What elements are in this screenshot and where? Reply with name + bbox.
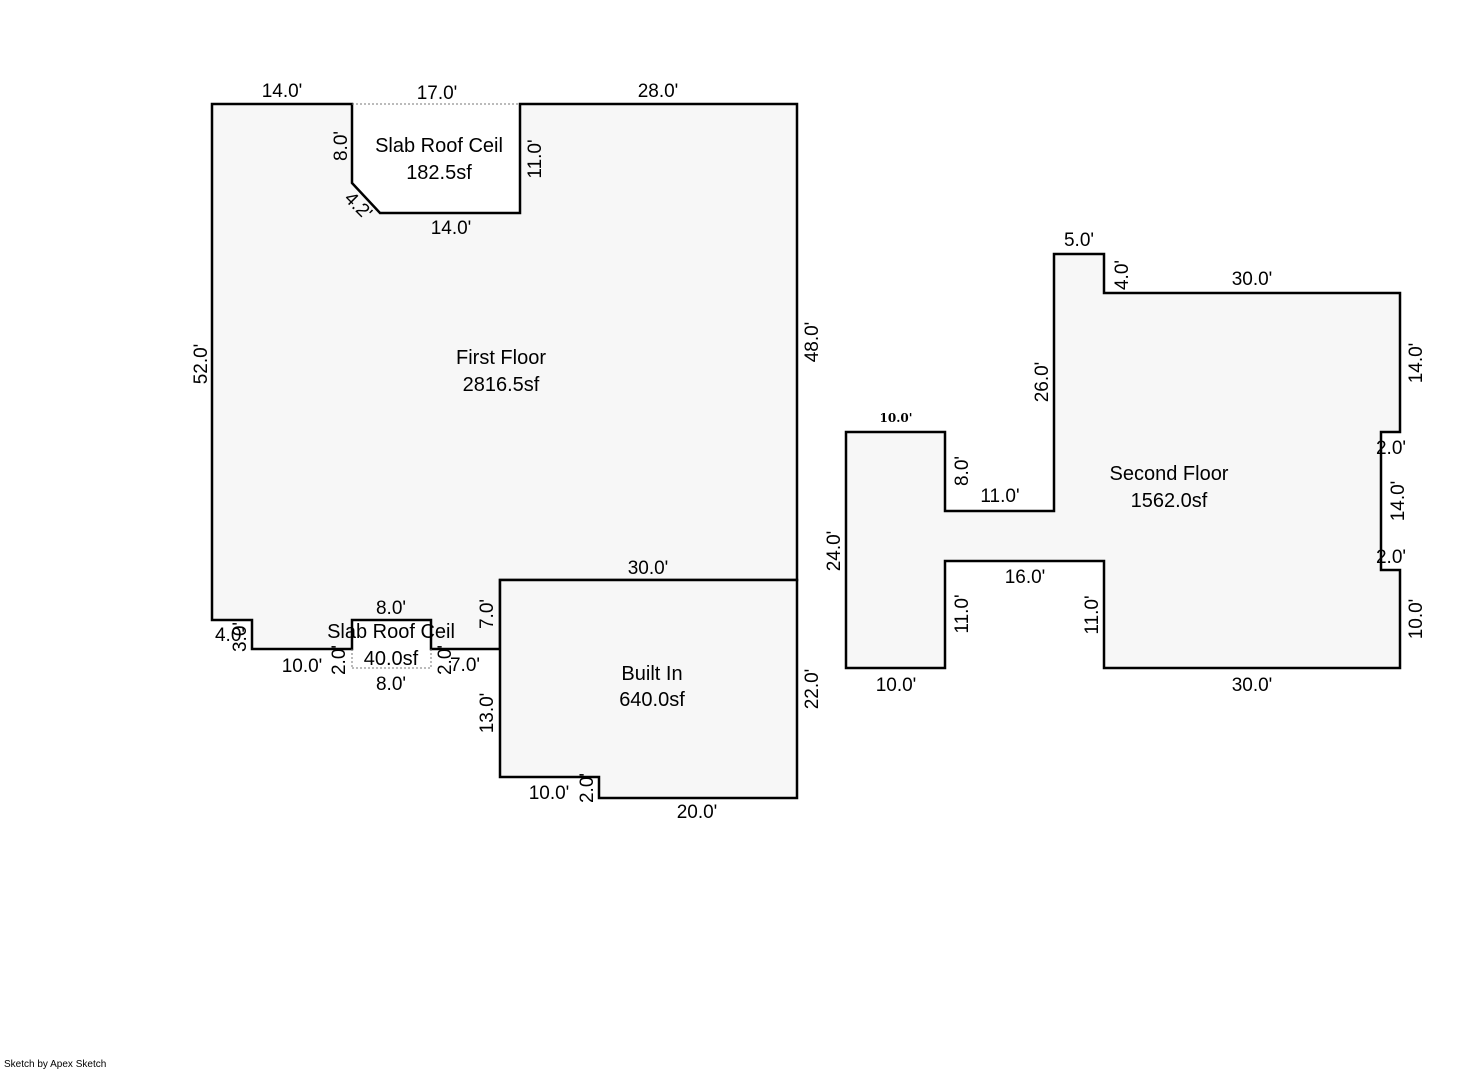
- built-in-outline: [498, 578, 799, 800]
- dim-sf-inner-right: 11.0': [1082, 595, 1103, 634]
- dim-sf-wing-left: 24.0': [824, 531, 845, 572]
- built-in-area: 640.0sf: [619, 689, 685, 711]
- dim-sf-left-upper: 26.0': [1032, 362, 1053, 403]
- dim-bi-right: 22.0': [802, 669, 823, 710]
- dim-sf-right-a: 14.0': [1406, 343, 1427, 384]
- slab-bottom-area: 40.0sf: [364, 648, 419, 670]
- dim-sf-notch-a: 2.0': [1376, 438, 1406, 459]
- dim-sb-top: 8.0': [376, 598, 406, 619]
- dim-slab-left: 8.0': [331, 131, 352, 161]
- slab-bottom-name: Slab Roof Ceil: [327, 621, 455, 643]
- dim-bi-left-lower: 13.0': [477, 693, 498, 734]
- dim-bi-step: 2.0': [577, 773, 598, 803]
- dim-sb-left: 2.0': [329, 645, 350, 675]
- slab-top-name: Slab Roof Ceil: [375, 135, 503, 157]
- dim-sf-top: 30.0': [1232, 269, 1273, 290]
- first-floor-area: 2816.5sf: [463, 374, 540, 396]
- dim-ff-left: 52.0': [191, 344, 212, 385]
- slab-top-area: 182.5sf: [406, 162, 472, 184]
- dim-slab-bottom: 14.0': [431, 218, 472, 239]
- dim-sf-right-c: 10.0': [1406, 599, 1427, 640]
- dim-sf-inner-bottom: 16.0': [1005, 567, 1046, 588]
- dim-sf-right-b: 14.0': [1388, 481, 1409, 522]
- dim-ff-top-left: 14.0': [262, 81, 303, 102]
- dim-sb-bottom: 8.0': [376, 674, 406, 695]
- dim-sf-wing-top: 10.0': [880, 411, 913, 425]
- second-floor-outline: [844, 252, 1402, 670]
- dim-ff-top-right: 28.0': [638, 81, 679, 102]
- second-floor-area: 1562.0sf: [1131, 490, 1208, 512]
- dim-slab-top-width: 17.0': [417, 83, 458, 104]
- dim-ff-right: 48.0': [802, 322, 823, 363]
- second-floor-name: Second Floor: [1110, 463, 1229, 485]
- built-in-name: Built In: [621, 663, 682, 685]
- dim-sf-notch-b: 2.0': [1376, 547, 1406, 568]
- sketch-credit: Sketch by Apex Sketch: [4, 1059, 107, 1070]
- dim-ff-bottom-b: 7.0': [450, 655, 480, 676]
- dim-bi-bottom-a: 10.0': [529, 783, 570, 804]
- dim-sf-bottom: 30.0': [1232, 675, 1273, 696]
- dim-ff-bottom-a: 10.0': [282, 656, 323, 677]
- dim-ff-step-h: 4.0': [215, 625, 245, 646]
- dim-bi-bottom-b: 20.0': [677, 802, 718, 823]
- dim-sf-wing-bottom: 10.0': [876, 675, 917, 696]
- dim-sf-inner-top: 11.0': [980, 486, 1019, 507]
- dim-sf-wing-right-upper: 8.0': [952, 456, 973, 486]
- dim-bi-left-upper: 7.0': [477, 599, 498, 629]
- first-floor-name: First Floor: [456, 347, 546, 369]
- dim-sf-step-top: 4.0': [1112, 260, 1133, 290]
- dim-sb-right: 2.0': [435, 645, 456, 675]
- dim-bi-top: 30.0': [628, 558, 669, 579]
- dim-sf-wing-right-lower: 11.0': [952, 594, 973, 633]
- dim-sf-top-small: 5.0': [1064, 230, 1094, 251]
- dim-ff-step-v: 3.0': [230, 622, 251, 652]
- dim-slab-right: 11.0': [525, 139, 546, 178]
